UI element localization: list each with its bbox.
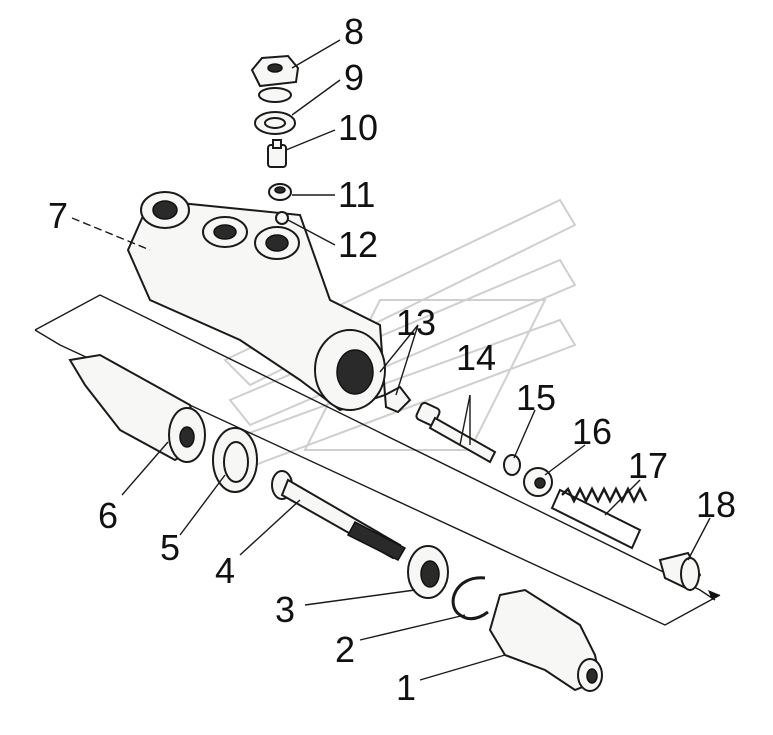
label-2: 2 bbox=[335, 629, 355, 670]
bleed-fitting bbox=[267, 139, 287, 168]
label-16: 16 bbox=[572, 411, 612, 452]
label-10: 10 bbox=[338, 107, 378, 148]
label-15: 15 bbox=[516, 377, 556, 418]
dust-boot bbox=[488, 588, 603, 692]
end-cap bbox=[658, 551, 702, 592]
label-5: 5 bbox=[160, 527, 180, 568]
small-seal bbox=[503, 454, 521, 476]
valve-stem bbox=[415, 401, 497, 464]
label-17: 17 bbox=[628, 445, 668, 486]
label-9: 9 bbox=[344, 57, 364, 98]
label-18: 18 bbox=[696, 484, 736, 525]
label-11: 11 bbox=[338, 174, 375, 215]
label-3: 3 bbox=[275, 589, 295, 630]
rod-washer bbox=[407, 545, 449, 599]
cylinder-body bbox=[126, 191, 387, 412]
washer bbox=[254, 111, 296, 135]
cup-seal bbox=[212, 427, 258, 493]
label-4: 4 bbox=[215, 550, 235, 591]
label-8: 8 bbox=[344, 11, 364, 52]
snap-ring bbox=[451, 576, 489, 621]
small-nut bbox=[268, 183, 292, 201]
part-labels: 8 9 10 11 12 7 13 14 15 16 17 18 6 5 4 3… bbox=[48, 11, 736, 708]
label-6: 6 bbox=[98, 495, 118, 536]
return-spring bbox=[550, 486, 648, 550]
assembly-frame bbox=[34, 294, 721, 626]
label-13: 13 bbox=[396, 302, 436, 343]
label-1: 1 bbox=[396, 667, 416, 708]
piston bbox=[68, 353, 206, 463]
cap-nut bbox=[250, 54, 300, 103]
label-12: 12 bbox=[338, 224, 378, 265]
label-14: 14 bbox=[456, 337, 496, 378]
check-ball bbox=[275, 211, 289, 225]
push-rod bbox=[271, 470, 407, 561]
label-7: 7 bbox=[48, 195, 68, 236]
leader-lines bbox=[71, 39, 711, 681]
